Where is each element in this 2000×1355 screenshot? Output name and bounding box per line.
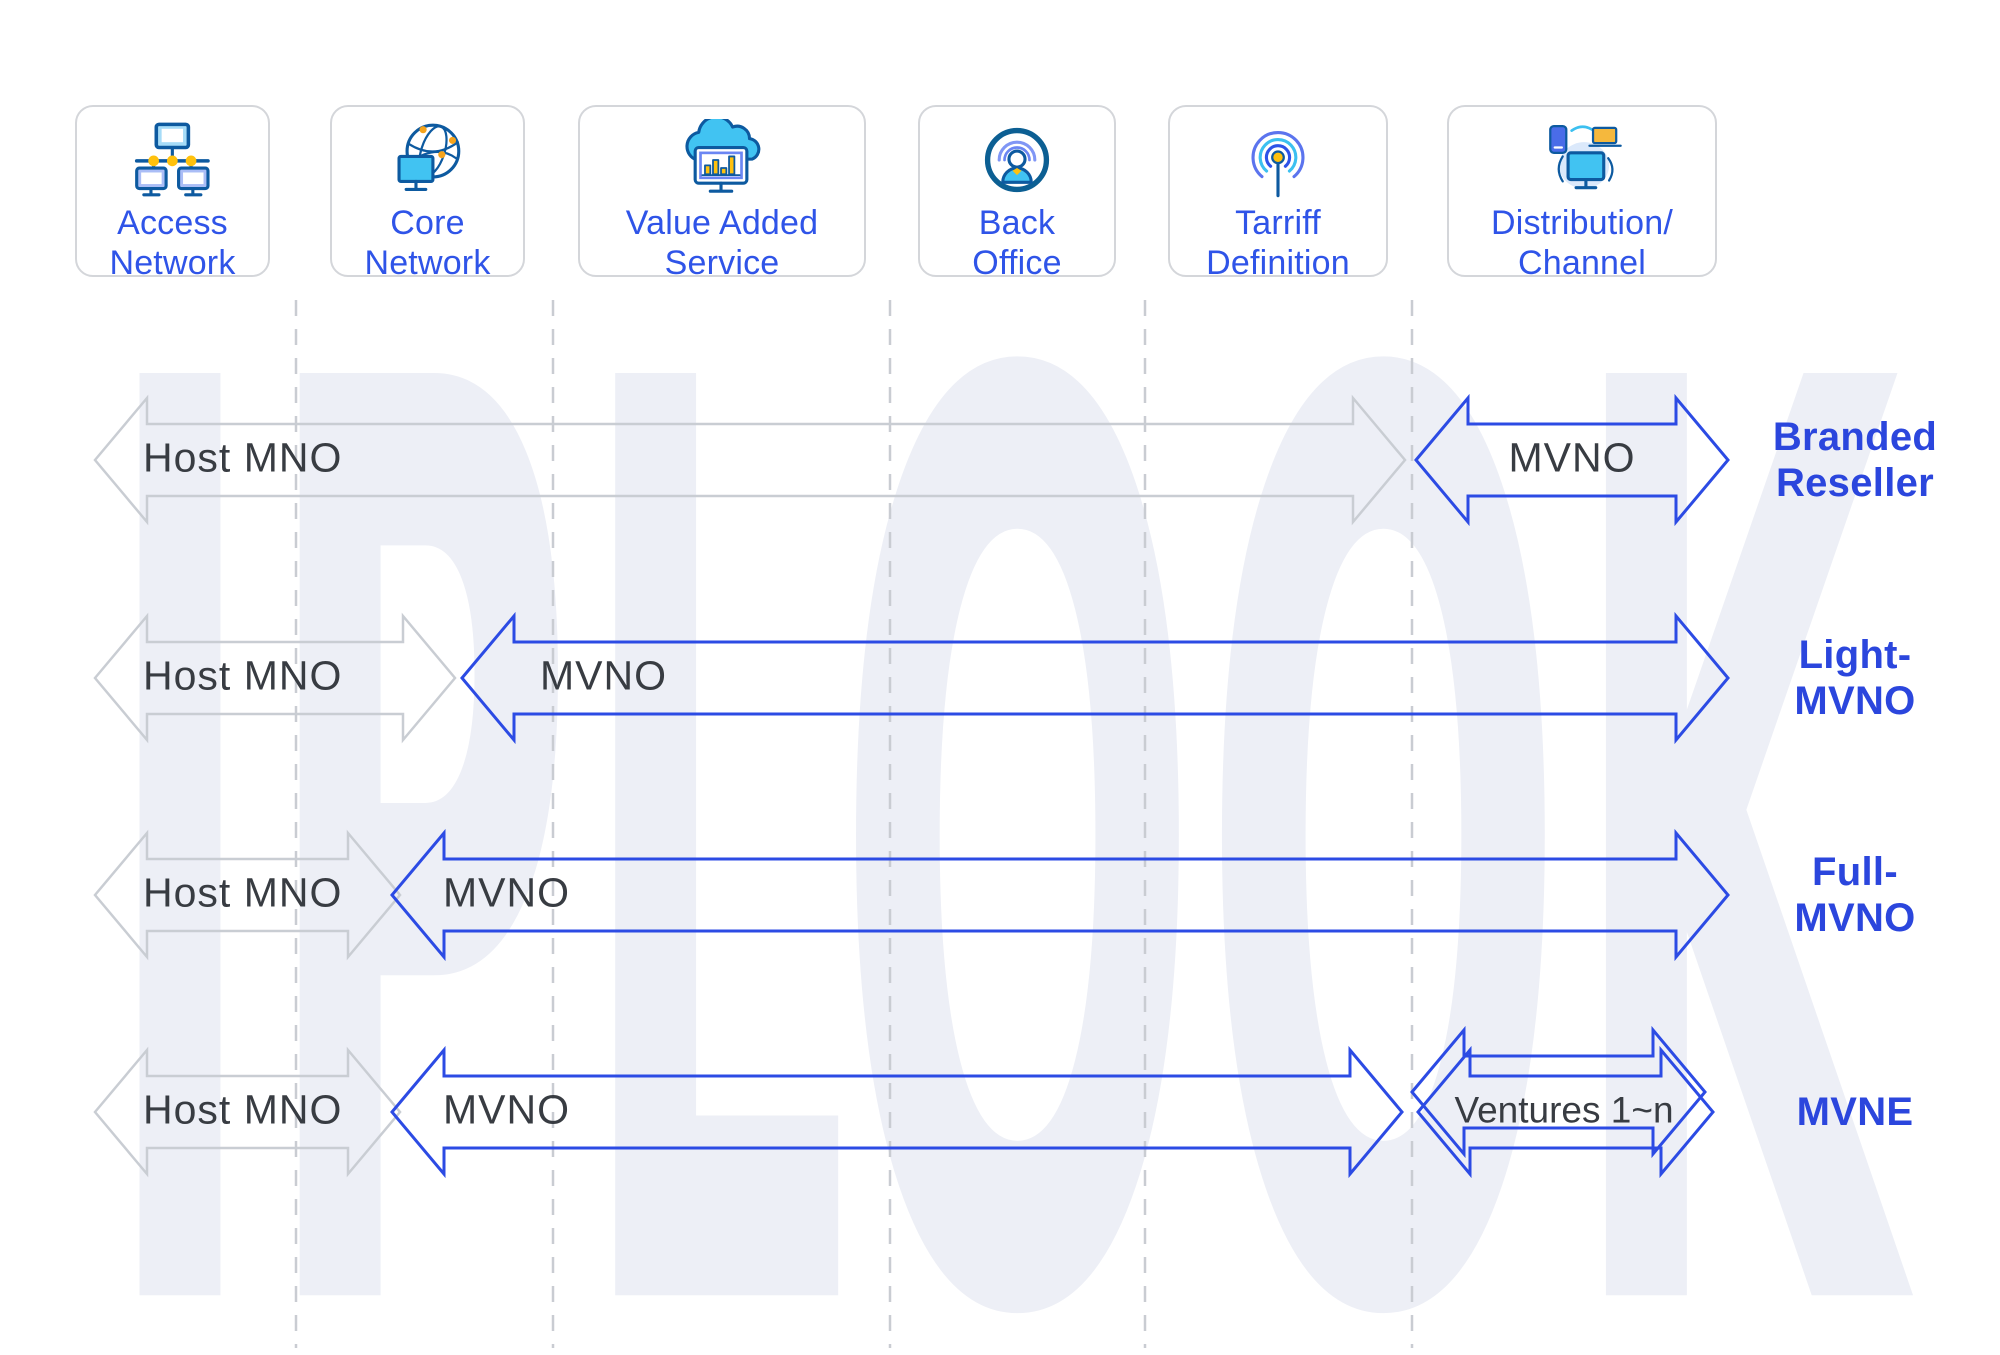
row-label-line: MVNO — [1794, 679, 1916, 723]
watermark: IPLOOK — [100, 123, 1916, 1355]
column-label-line: Back — [978, 204, 1056, 242]
mvno-arrow-branded-reseller — [1414, 393, 1730, 527]
column-dividers — [294, 300, 1414, 1348]
distribution-channel-icon — [1548, 125, 1622, 190]
row-label-full-mvno: Full- MVNO — [1748, 849, 1962, 941]
host-mno-arrow-branded-reseller — [93, 394, 1407, 526]
column-label-back-office: Back Office — [972, 203, 1061, 283]
row-label-branded-reseller: Branded Reseller — [1748, 414, 1962, 506]
host-mno-label-mvne: Host MNO — [143, 1086, 343, 1133]
value-added-service-icon — [685, 119, 761, 193]
column-label-line: Access — [117, 204, 228, 242]
column-label-line: Definition — [1206, 244, 1350, 282]
ventures-label-mvne: Ventures 1~n — [1454, 1089, 1674, 1131]
ventures-arrow — [1416, 1045, 1715, 1179]
row-label-light-mvno: Light- MVNO — [1748, 632, 1962, 724]
column-card-tarriff-definition: Tarriff Definition — [1168, 105, 1388, 282]
column-label-access-network: Access Network — [109, 203, 235, 283]
host-mno-arrow-light-mvno — [93, 612, 457, 744]
row-label-line: Reseller — [1775, 461, 1935, 505]
host-mno-label-light-mvno: Host MNO — [143, 652, 343, 699]
column-label-value-added-service: Value Added Service — [626, 203, 819, 283]
host-mno-arrow-mvne — [93, 1046, 402, 1178]
host-mno-arrow-full-mvno — [93, 829, 402, 961]
mvno-label-branded-reseller: MVNO — [1508, 434, 1636, 481]
column-label-line: Core — [390, 204, 465, 242]
back-office-icon — [984, 127, 1050, 193]
mvno-arrow-mvne — [390, 1045, 1404, 1179]
column-label-distribution-channel: Distribution/ Channel — [1491, 203, 1673, 283]
column-label-line: Tarriff — [1235, 204, 1321, 242]
tarriff-definition-icon — [1251, 130, 1305, 198]
mvno-arrow-full-mvno — [390, 828, 1730, 962]
row-label-mvne: MVNE — [1748, 1089, 1962, 1135]
row-label-line: MVNO — [1794, 896, 1916, 940]
column-label-line: Distribution/ — [1490, 204, 1674, 242]
column-label-line: Office — [972, 244, 1062, 282]
watermark-text: IPLOOK — [100, 123, 1916, 1355]
mvno-label-full-mvno: MVNO — [443, 869, 570, 916]
row-label-line: Light- — [1798, 633, 1912, 677]
column-card-access-network: Access Network — [75, 105, 270, 282]
arrow-shapes — [93, 393, 1730, 1179]
ventures-arrow-echo — [1410, 1025, 1707, 1159]
column-card-back-office: Back Office — [918, 105, 1116, 282]
column-label-line: Value Added — [625, 204, 819, 242]
mvno-arrow-light-mvno — [460, 611, 1730, 745]
access-network-icon — [135, 122, 210, 197]
core-network-icon — [397, 123, 461, 191]
mvno-label-light-mvno: MVNO — [540, 652, 667, 699]
column-label-line: Network — [109, 244, 236, 282]
row-label-line: Full- — [1812, 850, 1898, 894]
column-card-distribution-channel: Distribution/ Channel — [1447, 105, 1717, 282]
mvno-label-mvne: MVNO — [443, 1086, 570, 1133]
column-label-core-network: Core Network — [364, 203, 490, 283]
column-label-tarriff-definition: Tarriff Definition — [1206, 203, 1350, 283]
row-label-line: Branded — [1772, 415, 1938, 459]
host-mno-label-full-mvno: Host MNO — [143, 869, 343, 916]
column-label-line: Service — [664, 244, 780, 282]
column-card-core-network: Core Network — [330, 105, 525, 282]
column-card-value-added-service: Value Added Service — [578, 105, 866, 282]
host-mno-label-branded-reseller: Host MNO — [143, 434, 343, 481]
row-label-line: MVNE — [1796, 1090, 1914, 1134]
column-label-line: Channel — [1517, 244, 1647, 282]
column-label-line: Network — [364, 244, 491, 282]
